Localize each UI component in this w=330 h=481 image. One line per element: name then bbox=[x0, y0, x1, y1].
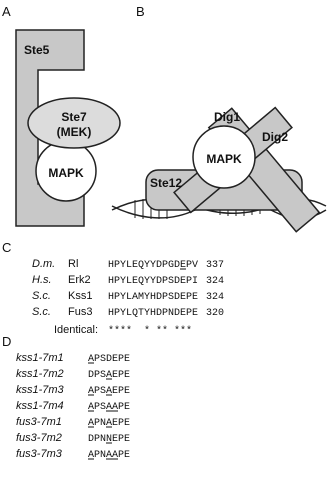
protein-name: Erk2 bbox=[68, 274, 91, 286]
mutant-sequence: APNAAPE bbox=[88, 450, 130, 461]
mutant-sequence: APSAEPE bbox=[88, 386, 130, 397]
panel-d-label: D bbox=[2, 334, 11, 349]
mek-label: (MEK) bbox=[57, 125, 92, 139]
ste7-mek-ellipse bbox=[27, 97, 121, 149]
ste5-scaffold bbox=[15, 29, 85, 227]
mutant-name: kss1-7m2 bbox=[16, 368, 64, 380]
panel-a-label: A bbox=[2, 4, 11, 19]
panel-b-label: B bbox=[136, 4, 145, 19]
mutant-sequence: DPSAEPE bbox=[88, 370, 130, 381]
mutant-name: fus3-7m3 bbox=[16, 448, 63, 460]
mutant-name: fus3-7m1 bbox=[16, 416, 62, 428]
mutant-sequence: APSDEPE bbox=[88, 354, 130, 365]
species-name: H.s. bbox=[32, 274, 52, 286]
protein-name: Kss1 bbox=[68, 290, 92, 302]
mutant-name: kss1-7m4 bbox=[16, 400, 64, 412]
dig1-label: Dig1 bbox=[214, 110, 240, 124]
protein-sequence: HPYLAMYHDPSDEPE bbox=[108, 292, 198, 303]
ste7-label: Ste7 bbox=[61, 110, 87, 124]
protein-name: Rl bbox=[68, 258, 78, 270]
identical-marks: **** * ** *** bbox=[108, 325, 192, 337]
mutant-sequence: APNAEPE bbox=[88, 418, 130, 429]
mutant-sequence: DPNNEPE bbox=[88, 434, 130, 445]
identical-label: Identical: bbox=[54, 324, 98, 336]
protein-sequence: HPYLEQYYDPSDEPI bbox=[108, 276, 198, 287]
residue-number: 324 bbox=[206, 276, 224, 287]
dig2-label: Dig2 bbox=[262, 130, 288, 144]
ste12-label: Ste12 bbox=[150, 176, 182, 190]
protein-sequence: HPYLQTYHDPNDEPE bbox=[108, 308, 198, 319]
mapk-label-b: MAPK bbox=[206, 152, 242, 166]
residue-number: 324 bbox=[206, 292, 224, 303]
mapk-circle-b bbox=[192, 125, 256, 189]
protein-name: Fus3 bbox=[68, 306, 92, 318]
residue-number: 320 bbox=[206, 308, 224, 319]
mutant-sequence: APSAAPE bbox=[88, 402, 130, 413]
ste5-label: Ste5 bbox=[24, 43, 50, 57]
residue-number: 337 bbox=[206, 260, 224, 271]
panel-c-label: C bbox=[2, 240, 11, 255]
protein-sequence: HPYLEQYYDPGDEPV bbox=[108, 260, 198, 271]
mutant-name: kss1-7m3 bbox=[16, 384, 65, 396]
species-name: S.c. bbox=[32, 306, 51, 318]
species-name: D.m. bbox=[32, 258, 55, 270]
mapk-label-a: MAPK bbox=[48, 166, 84, 180]
mutant-name: kss1-7m1 bbox=[16, 352, 64, 364]
mutant-name: fus3-7m2 bbox=[16, 432, 62, 444]
species-name: S.c. bbox=[32, 290, 51, 302]
